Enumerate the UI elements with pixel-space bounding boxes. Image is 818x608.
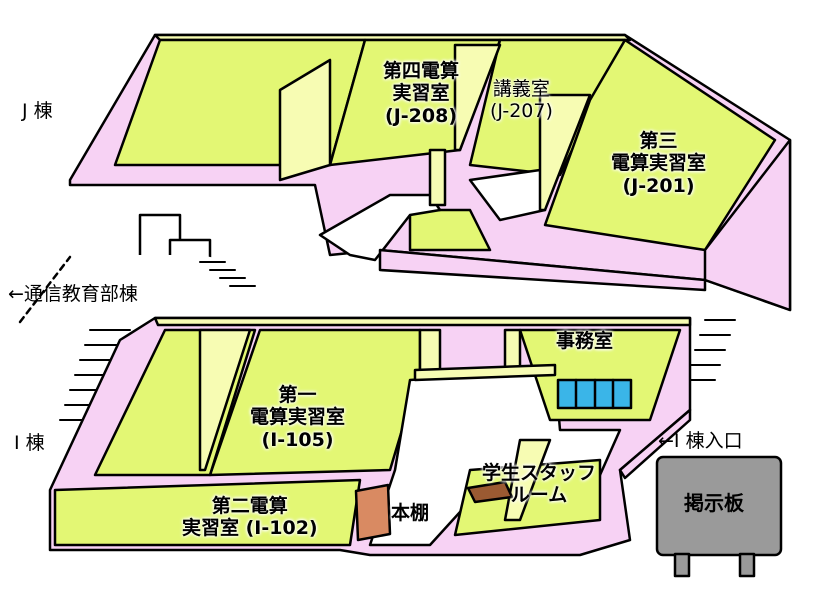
j201-front-face [703, 138, 792, 312]
i-wall-5 [413, 363, 557, 382]
bookshelf-label: 本棚 [391, 502, 430, 524]
j-building-label: J 棟 [22, 100, 53, 122]
j-wall-1 [278, 58, 332, 182]
room-i105-label: 第一 電算実習室 (I-105) [250, 384, 346, 451]
room-jimu-label: 事務室 [556, 330, 614, 352]
room-j208-label: 第四電算 実習室 (J-208) [383, 60, 460, 127]
i102-floor [53, 478, 362, 547]
notice-board-leg-left [673, 552, 691, 578]
i-rear-parapet [153, 316, 692, 327]
i-entrance-arrow-label: ←I 棟入口 [658, 430, 743, 452]
tsushin-arrow-label: ←通信教育部棟 [8, 283, 138, 305]
j-wall-3 [538, 93, 592, 212]
i-building-label: I 棟 [14, 432, 45, 454]
j-building [68, 33, 792, 312]
notice-board [655, 455, 783, 578]
room-j207-label: 講義室 (J-207) [490, 78, 553, 123]
upper-left-stairs [199, 261, 256, 287]
corridor-floor [20, 255, 710, 325]
i-front-face [618, 408, 692, 480]
bookshelf [354, 483, 392, 542]
room-j201-label: 第三 電算実習室 (J-201) [611, 130, 707, 197]
notice-board-face [655, 455, 783, 557]
right-stairs [684, 319, 736, 381]
j-wall-4 [428, 148, 447, 207]
j-lower-floor [408, 208, 492, 252]
j-front-face [378, 248, 707, 292]
j201-floor [543, 38, 777, 252]
corridor-dash-edge [18, 255, 72, 324]
j-inner-corridor [318, 193, 442, 262]
staff-desk [466, 480, 514, 504]
i-wall-3 [503, 328, 522, 372]
notice-board-label: 掲示板 [684, 491, 744, 515]
room-i102-label: 第二電算 実習室 (I-102) [182, 495, 318, 540]
notice-board-leg-right [738, 552, 756, 578]
i-wall-1 [198, 328, 252, 472]
i-wall-2 [418, 328, 442, 372]
i-building [48, 316, 692, 557]
j-wall-2 [453, 43, 502, 152]
room-staff-label: 学生スタッフ ルーム [482, 462, 597, 507]
